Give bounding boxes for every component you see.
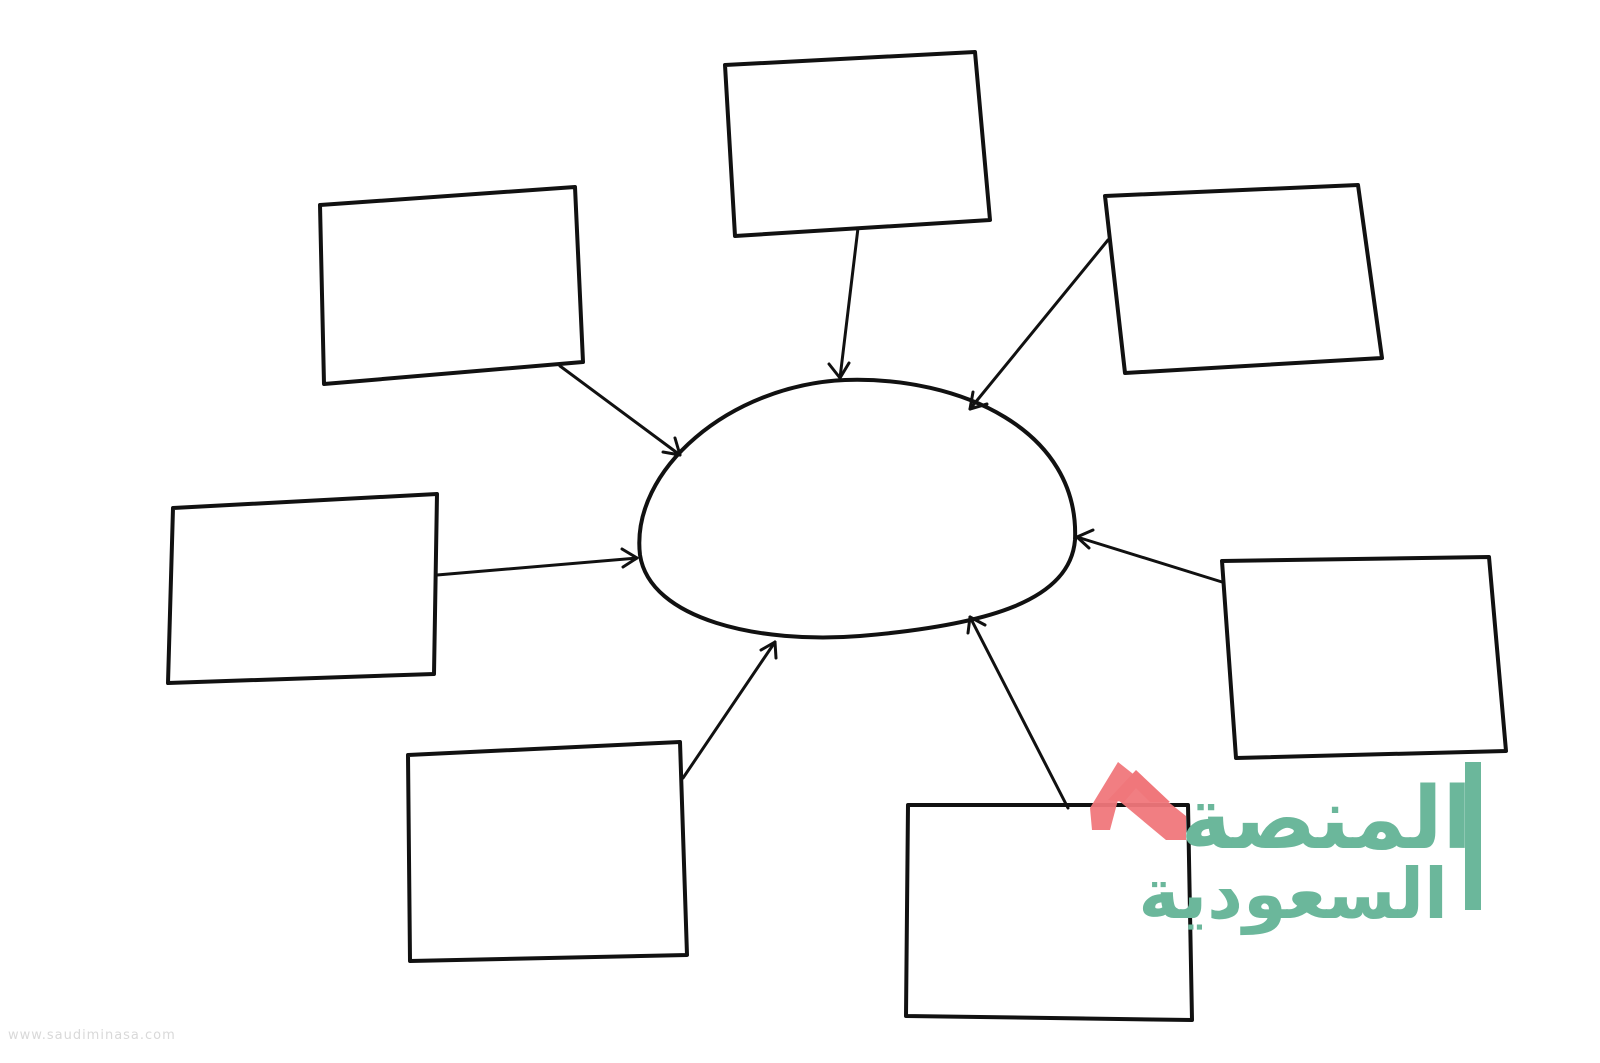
arrow-middle-right (1075, 528, 1224, 584)
watermark-line1: المنصة (1181, 769, 1472, 869)
arrow-top-right (968, 238, 1110, 411)
watermark-url: www.saudiminasa.com (8, 1028, 176, 1043)
watermark-bar (1465, 762, 1481, 910)
arrow-bottom-right (966, 615, 1070, 810)
box-top (723, 50, 992, 238)
box-top-left (318, 185, 585, 386)
watermark-logo: المنصة السعودية (1090, 762, 1481, 935)
box-top-right (1103, 183, 1384, 375)
box-middle-right (1220, 555, 1508, 760)
arrow-bottom-left (681, 640, 778, 780)
watermark-line2: السعودية (1138, 853, 1448, 935)
arrow-top-left (558, 364, 682, 457)
box-bottom-left (406, 740, 689, 963)
center-bubble (637, 377, 1078, 640)
box-middle-left (166, 492, 439, 685)
house-chevron-icon (1090, 762, 1186, 840)
arrow-middle-left (435, 547, 639, 577)
arrow-top (827, 226, 860, 380)
